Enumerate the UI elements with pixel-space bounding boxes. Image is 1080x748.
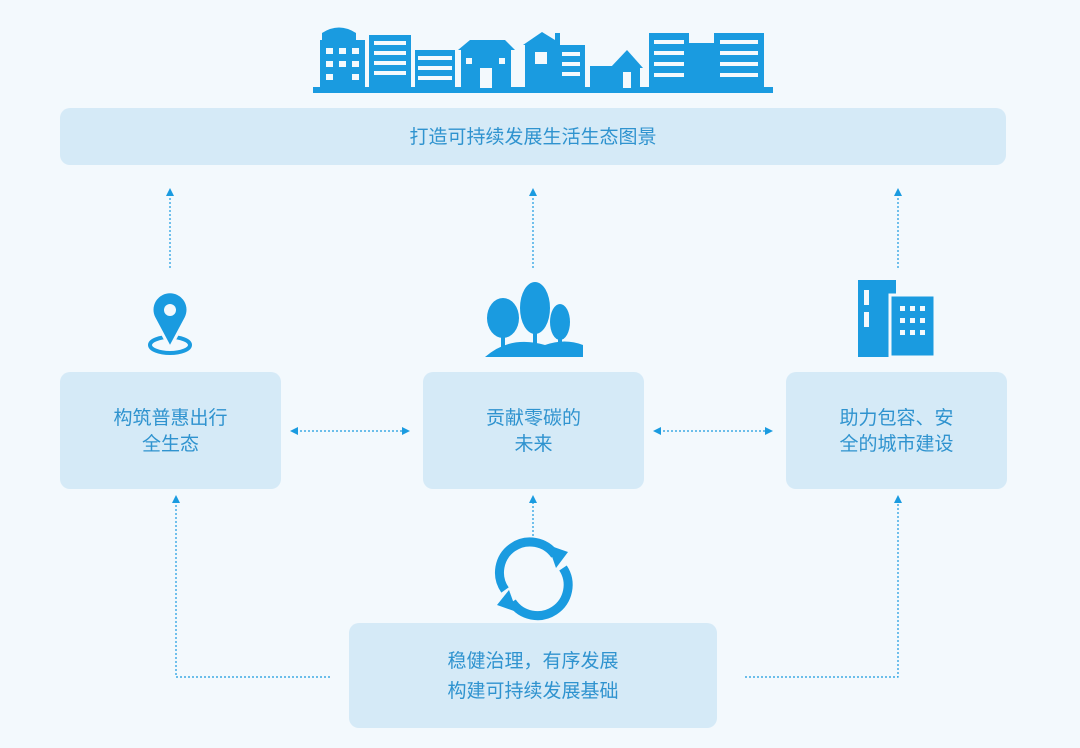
node-line2: 全的城市建设	[839, 432, 954, 455]
node-line1: 贡献零碳的	[485, 406, 581, 429]
refresh-cycle-icon	[494, 537, 573, 621]
top-banner: 打造可持续发展生活生态图景	[60, 108, 1006, 165]
arrow-bottom-left	[172, 495, 330, 678]
top-banner-text: 打造可持续发展生活生态图景	[409, 125, 657, 148]
node-inclusive-mobility: 构筑普惠出行 全生态	[60, 372, 281, 489]
node-safe-city: 助力包容、安 全的城市建设	[786, 372, 1007, 489]
location-pin-icon	[148, 290, 192, 355]
arrow-bottom-right	[745, 495, 902, 678]
node-line1: 助力包容、安	[839, 406, 954, 429]
building-icon	[858, 280, 937, 359]
skyline-windows	[326, 40, 758, 88]
node-line2: 全生态	[141, 432, 199, 455]
node-line1: 稳健治理，有序发展	[447, 649, 619, 672]
trees-icon	[485, 282, 583, 357]
node-governance: 稳健治理，有序发展 构建可持续发展基础	[349, 623, 717, 728]
node-line1: 构筑普惠出行	[113, 406, 228, 429]
node-zero-carbon: 贡献零碳的 未来	[423, 372, 644, 489]
node-line2: 构建可持续发展基础	[447, 679, 619, 702]
node-line2: 未来	[514, 432, 553, 455]
